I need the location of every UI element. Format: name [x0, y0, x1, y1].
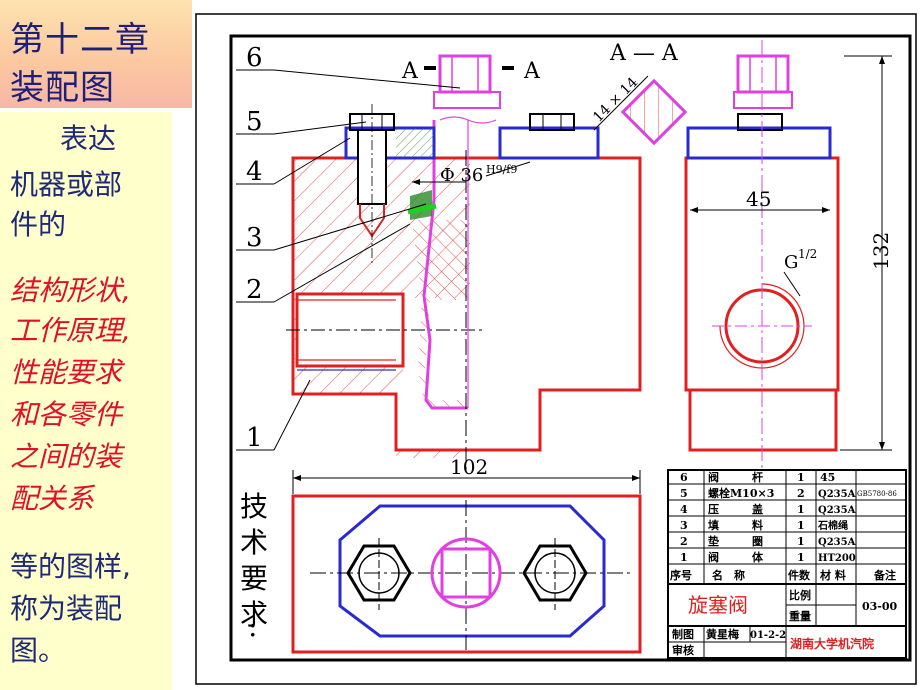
emph-line-1: 结构形状, — [10, 274, 131, 307]
header-material: 材 料 — [820, 568, 846, 582]
scale-label: 比例 — [789, 588, 811, 602]
check-label: 审核 — [672, 643, 694, 657]
height-dimension: 132 — [869, 232, 893, 270]
intro-line-3: 件的 — [10, 208, 67, 241]
thread-label: G — [784, 252, 798, 273]
fit-tolerance: H9/f9 — [486, 163, 517, 176]
row-qty: 1 — [797, 551, 805, 564]
outro-line-1: 等的图样, — [10, 550, 131, 583]
chapter-title-line2: 装配图 — [10, 68, 115, 108]
header-qty: 件数 — [788, 568, 811, 582]
header-note: 备注 — [873, 568, 896, 582]
part-number-leaders — [236, 69, 461, 451]
section-marker-left: A — [401, 59, 419, 84]
row-qty: 1 — [797, 535, 805, 548]
side-view: 45 G 1/2 132 — [684, 40, 893, 470]
row-no: 3 — [680, 519, 688, 532]
title-block — [667, 469, 907, 659]
top-view: 102 — [291, 455, 642, 654]
part-number-6: 6 — [246, 43, 263, 73]
tech-req-char-5: : — [248, 610, 257, 643]
width-dimension: 45 — [746, 187, 771, 211]
emph-line-2: 工作原理, — [10, 314, 131, 347]
header-name: 名 称 — [712, 568, 745, 582]
row-qty: 1 — [797, 503, 805, 516]
row-name: 阀 体 — [708, 550, 764, 564]
row-name: 阀 杆 — [708, 470, 763, 484]
row-no: 5 — [680, 487, 688, 500]
emph-line-3: 性能要求 — [10, 356, 123, 389]
part-number-3: 3 — [246, 223, 263, 253]
row-material: HT200 — [818, 553, 856, 564]
part-number-5: 5 — [246, 107, 263, 137]
length-dimension: 102 — [450, 455, 488, 479]
row-no: 1 — [680, 551, 688, 564]
organization: 湖南大学机汽院 — [790, 636, 874, 651]
thread-size: 1/2 — [798, 247, 817, 261]
tech-req-char-1: 技 — [240, 490, 268, 523]
header-no: 序号 — [670, 568, 692, 582]
drawn-date: 01-2-2 — [750, 630, 786, 641]
row-note: GB5780-86 — [857, 490, 897, 498]
emph-line-6: 配关系 — [10, 482, 95, 515]
row-qty: 2 — [797, 487, 805, 500]
row-material: Q235A — [818, 505, 856, 516]
row-material: Q235A — [818, 537, 856, 548]
drawn-label: 制图 — [672, 627, 694, 641]
fit-dimension: Φ 36 — [440, 165, 483, 186]
weight-label: 重量 — [789, 609, 811, 623]
intro-line-2: 机器或部 — [10, 168, 123, 201]
tech-req-char-3: 要 — [240, 562, 268, 595]
drawn-by: 黄星梅 — [706, 627, 739, 641]
svg-text:Φ 36: Φ 36 — [440, 165, 483, 186]
part-number-2: 2 — [246, 275, 263, 305]
row-material: 石棉绳 — [817, 519, 848, 532]
row-no: 4 — [680, 503, 688, 516]
row-qty: 1 — [797, 471, 805, 484]
outro-line-2: 称为装配 — [10, 592, 123, 625]
section-a-a-label: A — A — [609, 41, 679, 66]
outer-frame — [195, 13, 917, 685]
row-name: 垫 圈 — [708, 534, 763, 548]
definition-panel: 表达 机器或部 件的 结构形状, 工作原理, 性能要求 和各零件 之间的装 配关… — [0, 112, 172, 690]
chapter-title: 第十二章 装配图 — [0, 0, 192, 108]
part-number-1: 1 — [246, 423, 263, 453]
tech-requirements: 技 术 要 求 : — [240, 490, 268, 643]
emph-line-5: 之间的装 — [10, 440, 123, 473]
emph-line-4: 和各零件 — [10, 398, 123, 431]
part-number-4: 4 — [246, 157, 263, 187]
row-qty: 1 — [797, 519, 805, 532]
row-no: 2 — [680, 535, 688, 548]
row-material: 45 — [820, 471, 835, 484]
chapter-title-line1: 第十二章 — [10, 20, 150, 60]
intro-line-1: 表达 — [60, 122, 117, 155]
row-name: 压 盖 — [708, 502, 763, 516]
outro-line-3: 图。 — [10, 634, 67, 667]
row-no: 6 — [680, 471, 688, 484]
front-section-view: Φ 36 H9/f9 A A — [286, 54, 642, 470]
inner-frame — [229, 34, 912, 662]
tech-req-char-4: 求 — [240, 598, 268, 631]
part-name: 旋塞阀 — [688, 593, 748, 617]
svg-text:H9/f9: H9/f9 — [486, 163, 517, 176]
drawing-number: 03-00 — [862, 600, 898, 613]
section-marker-right: A — [523, 59, 541, 84]
tech-req-char-2: 术 — [240, 526, 268, 559]
row-name: 螺栓M10×3 — [708, 486, 774, 500]
row-name: 填 料 — [708, 518, 763, 532]
row-material: Q235A — [818, 489, 856, 500]
section-a-a-square: A — A 14 × 14 — [590, 41, 688, 146]
